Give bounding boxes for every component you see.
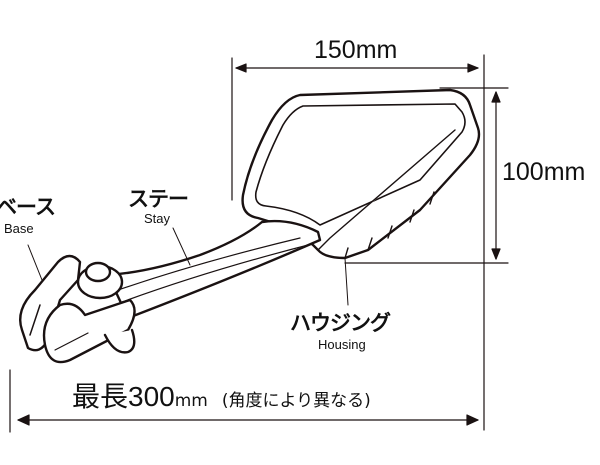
width-arrowheads	[235, 63, 479, 73]
length-arrowheads	[17, 414, 479, 426]
length-label: 最長300mm (角度により異なる)	[72, 383, 371, 411]
dimension-lines	[9, 54, 509, 433]
height-arrowheads	[491, 91, 501, 260]
stay-label-ja: ステー	[128, 187, 189, 211]
mirror-base	[18, 254, 136, 364]
length-note: (角度により異なる)	[221, 391, 371, 411]
height-label: 100mm	[502, 158, 586, 186]
width-label: 150mm	[314, 36, 398, 64]
length-unit: mm	[174, 391, 208, 411]
stay-label-en: Stay	[144, 211, 171, 226]
leader-lines	[27, 227, 349, 306]
housing-label-en: Housing	[318, 337, 366, 352]
base-label-en: Base	[4, 221, 34, 236]
base-label-ja: ベース	[0, 195, 56, 219]
mirror-housing	[241, 88, 481, 260]
housing-label-ja: ハウジング	[290, 311, 391, 335]
mirror-stay	[106, 219, 322, 320]
length-value: 最長300	[72, 381, 175, 412]
